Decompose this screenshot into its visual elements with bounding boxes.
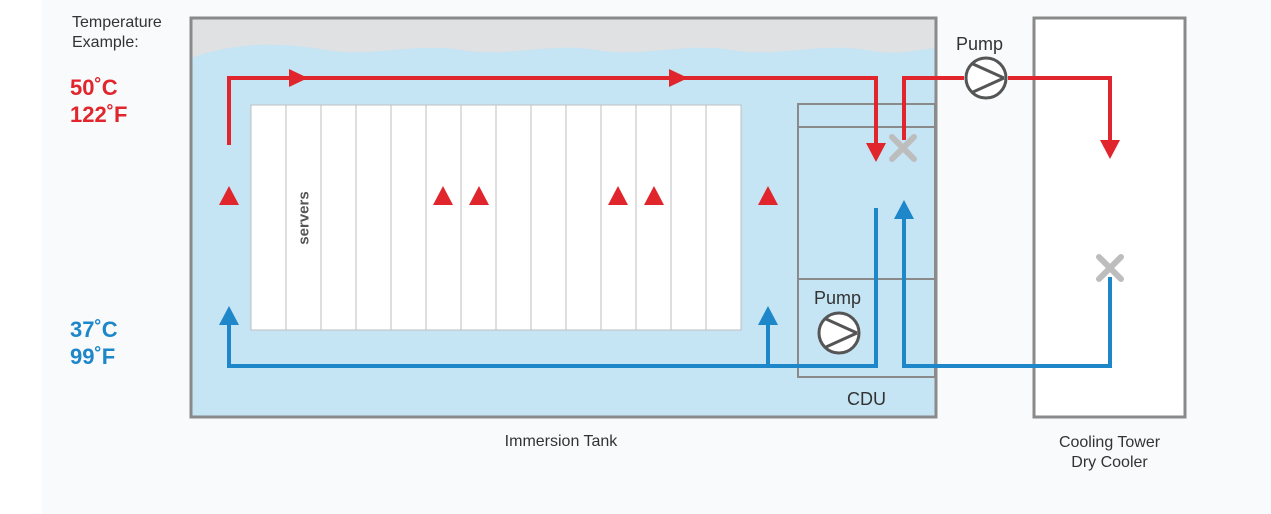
flow-arrow-icon [894, 200, 914, 219]
flow-arrow-icon [219, 306, 239, 325]
valve-icon [1096, 254, 1124, 282]
rising-flow-arrow [644, 186, 664, 270]
flow-arrow-icon [669, 69, 688, 87]
temperature-heading: Example: [72, 34, 139, 51]
secondary-hot-loop [902, 76, 1112, 143]
flow-arrow-icon [289, 69, 308, 87]
tank-hot-supply [227, 76, 878, 147]
cold-temp-fahrenheit: 99˚F [70, 344, 116, 369]
servers-label: servers [296, 191, 313, 244]
rising-flow-arrow [219, 186, 239, 270]
cold-temp-celsius: 37˚C [70, 317, 118, 342]
tank-cold-return [227, 208, 878, 368]
cdu-label: CDU [847, 389, 886, 409]
cdu-unit [797, 103, 936, 378]
rising-flow-arrow [469, 186, 489, 270]
rising-flow-arrow [433, 186, 453, 270]
pump-icon [964, 56, 1008, 100]
cooling-tower-label: Cooling Tower [1058, 434, 1161, 451]
immersion-tank-label: Immersion Tank [504, 433, 618, 450]
secondary-cold-loop [902, 215, 1112, 368]
dry-cooler-label: Dry Cooler [1071, 454, 1148, 471]
pump-icon [817, 311, 861, 355]
flow-arrow-icon [758, 306, 778, 325]
flow-arrow-icon [1100, 140, 1120, 159]
flow-arrow-icon [866, 143, 886, 162]
server-rack: servers [250, 104, 742, 331]
rising-flow-arrow [758, 186, 778, 270]
rising-flow-arrows [219, 186, 778, 270]
rising-flow-arrow [608, 186, 628, 270]
hot-temp-fahrenheit: 122˚F [70, 102, 128, 127]
pump-label: Pump [956, 34, 1004, 54]
hot-temp-celsius: 50˚C [70, 75, 118, 100]
cdu-pump-label: Pump [814, 288, 862, 308]
temperature-heading: Temperature [72, 14, 162, 31]
valve-icon [889, 134, 917, 162]
